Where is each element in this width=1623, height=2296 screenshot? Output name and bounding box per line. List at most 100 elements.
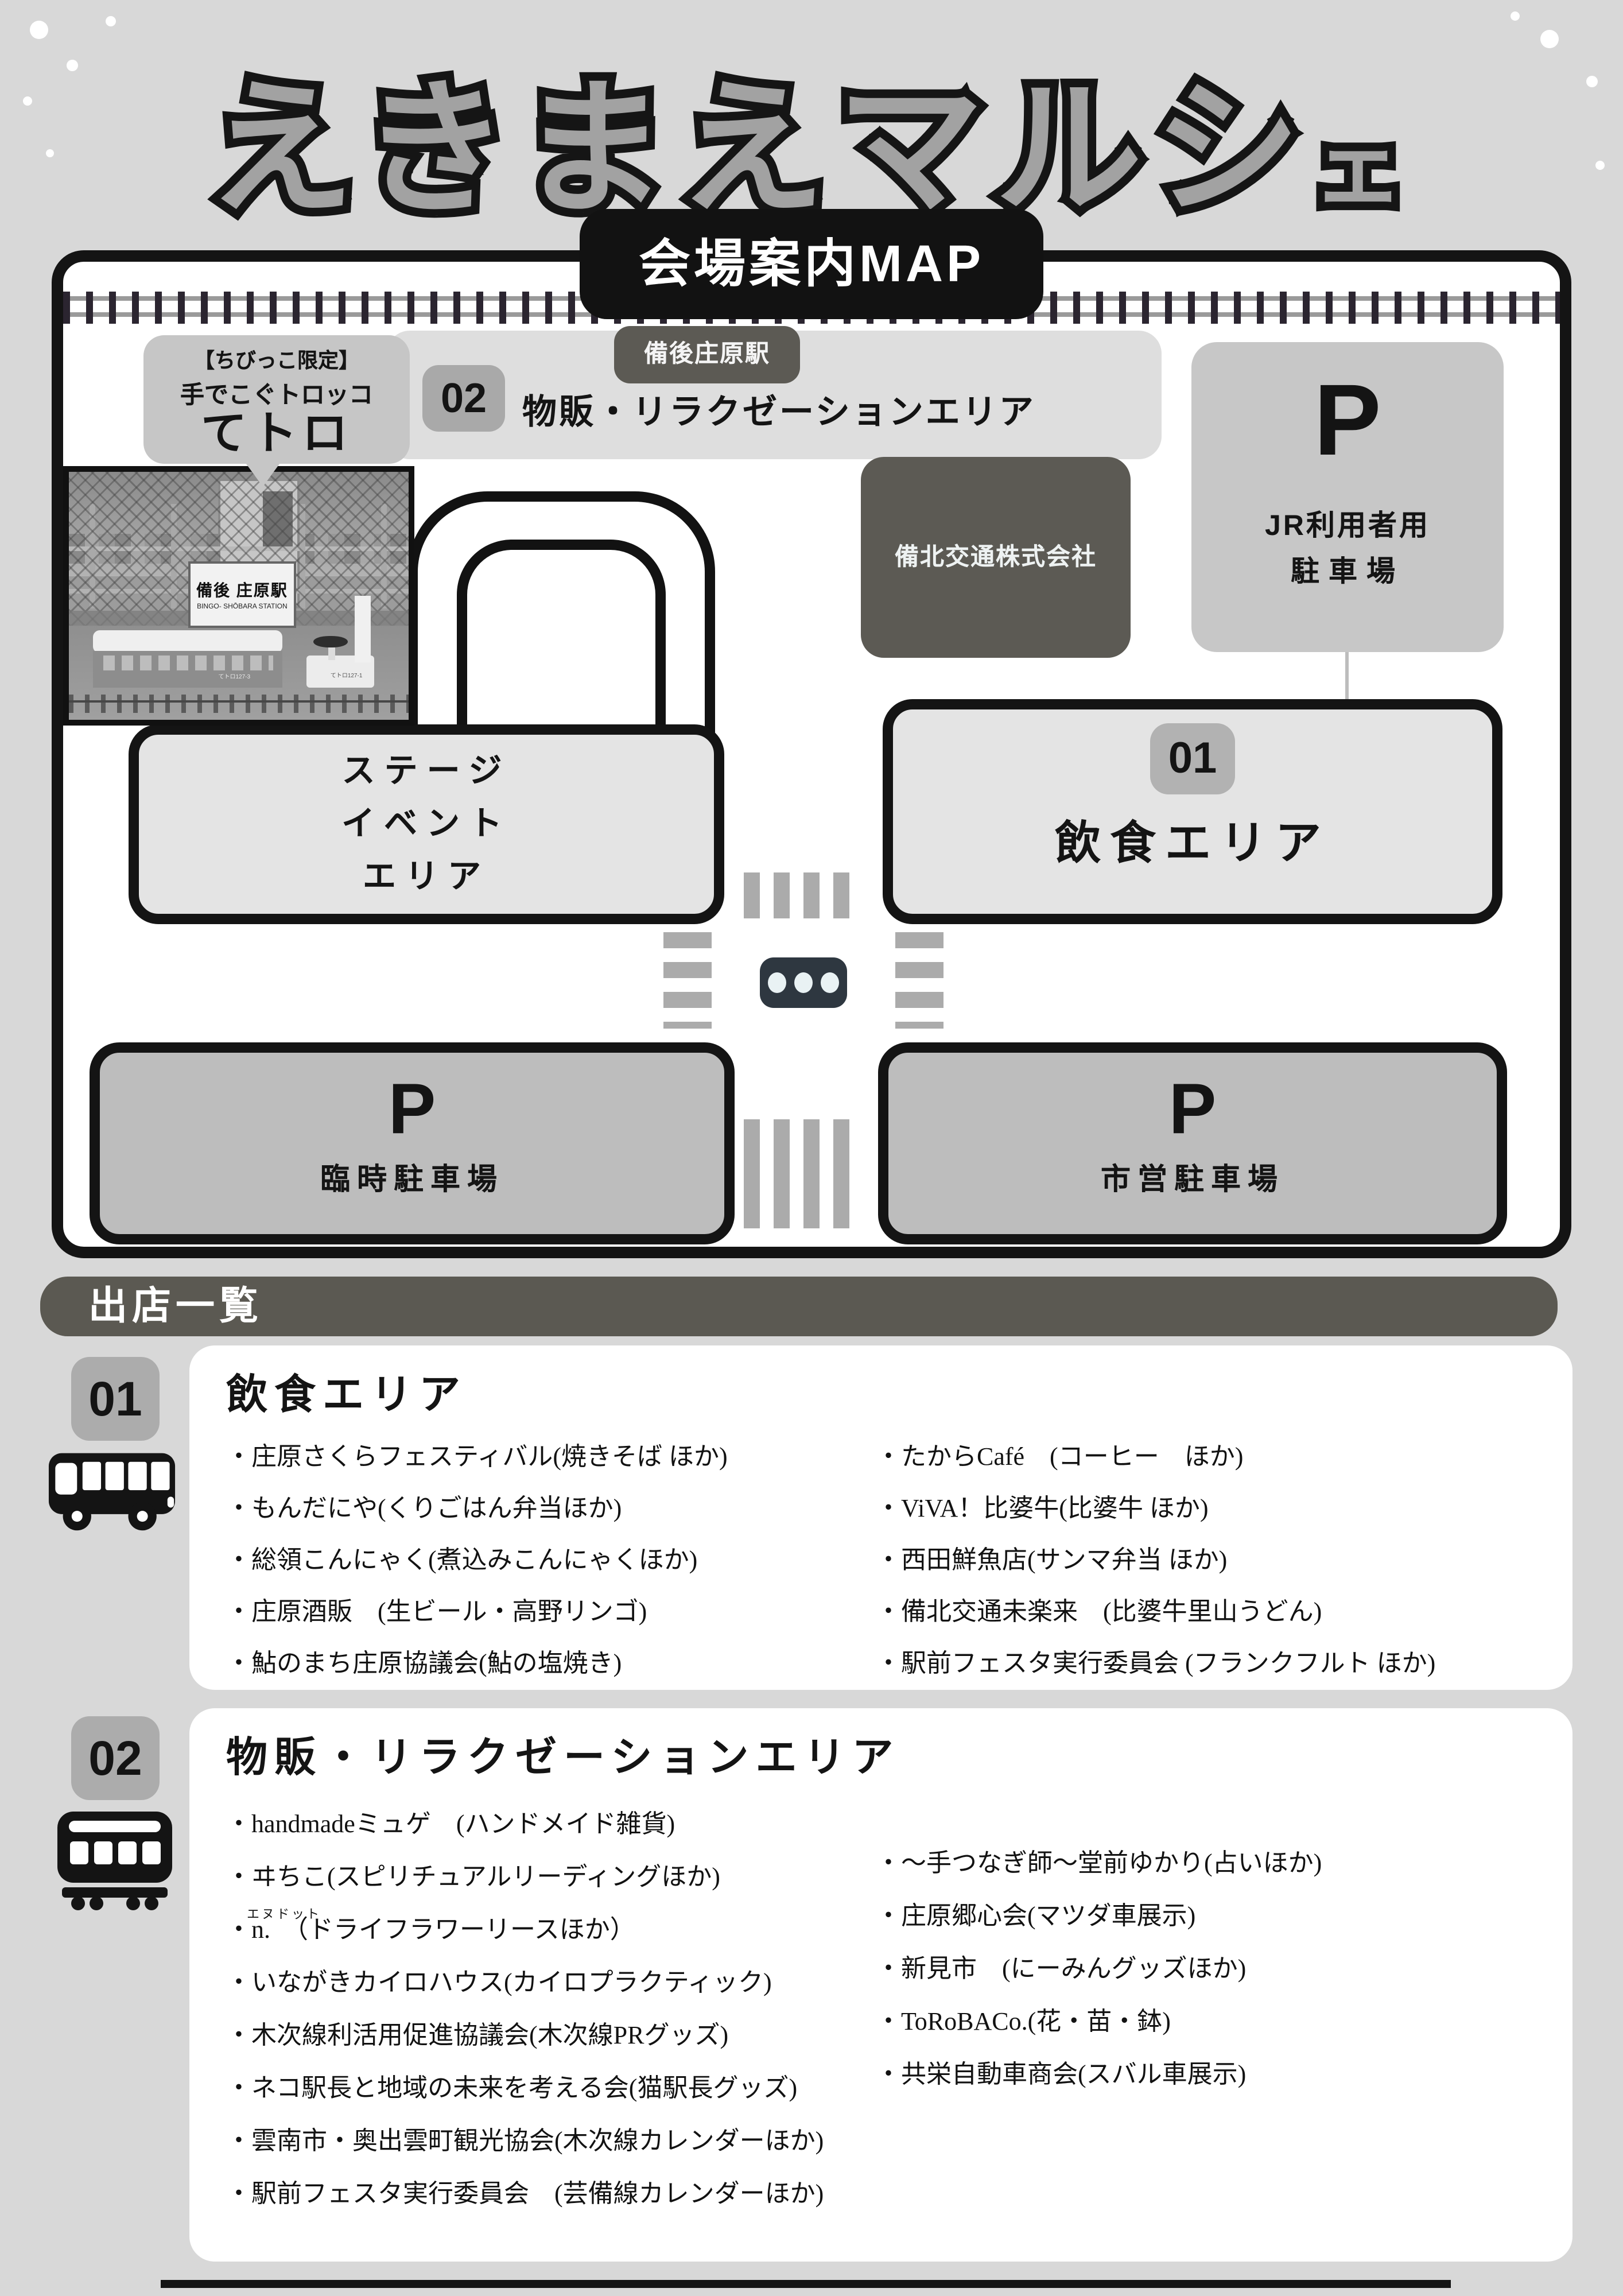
temp-parking-label: 臨時駐車場 xyxy=(320,1162,504,1196)
photo-fence-post xyxy=(300,504,306,608)
decor-dot xyxy=(1595,161,1605,170)
vendor-item: ・庄原郷心会(マツダ車展示) xyxy=(876,1901,1553,1931)
tetoro-line2: 手でこぐトロッコ xyxy=(180,382,373,409)
stage-line1: ステージ xyxy=(341,753,511,790)
map-area01-label: 飲食エリア xyxy=(1055,819,1330,869)
map-area02-label: 物販・リラクゼーションエリア xyxy=(522,394,1036,432)
vendor-list-header: 出店一覧 xyxy=(40,1277,1558,1336)
vendor-text: ・たからCafé (コーヒー ほか) xyxy=(876,1442,1244,1471)
crosswalk-north xyxy=(744,872,863,918)
vendor-text: ・駅前フェスタ実行委員会 (芸備線カレンダーほか) xyxy=(226,2179,824,2208)
vendor-item: ・総領こんにゃく(煮込みこんにゃくほか) xyxy=(226,1545,869,1575)
decor-dot xyxy=(67,60,78,71)
map-area01-number-badge: 01 xyxy=(1150,723,1235,794)
vendor-text: ・もんだにや(くりごはん弁当ほか) xyxy=(226,1494,622,1522)
vendor-text: ・西田鮮魚店(サンマ弁当 ほか) xyxy=(876,1545,1228,1574)
decor-dot xyxy=(23,96,32,106)
decor-dot xyxy=(1586,76,1598,87)
photo-trolley-windows xyxy=(103,655,273,670)
food-vendor-list-left: ・庄原さくらフェスティバル(焼きそば ほか) ・もんだにや(くりごはん弁当ほか)… xyxy=(226,1442,869,1700)
parking-p-icon: P xyxy=(388,1070,436,1149)
tetoro-line3: てトロ xyxy=(201,409,352,459)
vendor-item: ・いながきカイロハウス(カイロプラクティック) xyxy=(226,1968,869,1998)
decor-dot xyxy=(106,16,116,26)
vendor-item: ・～手つなぎ師～堂前ゆかり(占いほか) xyxy=(876,1848,1553,1878)
vendor-text: ・ネコ駅長と地域の未来を考える会(猫駅長グッズ) xyxy=(226,2073,798,2102)
traffic-light-lamp xyxy=(821,972,839,993)
venue-map: 02 物販・リラクゼーションエリア 備後庄原駅 【ちびっこ限定】 手でこぐトロッ… xyxy=(52,250,1571,1258)
vendor-item: ・ネコ駅長と地域の未来を考える会(猫駅長グッズ) xyxy=(226,2073,869,2103)
vendor-text: ・いながきカイロハウス(カイロプラクティック) xyxy=(226,1968,772,1996)
decor-dot xyxy=(30,21,48,39)
crosswalk-south xyxy=(744,1119,863,1228)
vendor-item: ・雲南市・奥出雲町観光協会(木次線カレンダーほか) xyxy=(226,2126,869,2156)
jr-parking-connector xyxy=(1345,652,1349,719)
traffic-light-lamp xyxy=(768,972,786,993)
vendor-text: ・庄原酒販 (生ビール・高野リンゴ) xyxy=(226,1597,647,1626)
goods-area-card: 物販・リラクゼーションエリア ・handmadeミュゲ (ハンドメイド雑貨) ・… xyxy=(189,1708,1572,2262)
train-icon xyxy=(57,1812,172,1910)
vendor-text: ・庄原さくらフェスティバル(焼きそば ほか) xyxy=(226,1442,728,1471)
page-title-small: ェ xyxy=(1303,108,1416,228)
vendor-text: ・雲南市・奥出雲町観光協会(木次線カレンダーほか) xyxy=(226,2126,824,2155)
vendor-text: ・ViVA！比婆牛(比婆牛 ほか) xyxy=(876,1494,1209,1522)
photo-fence-post xyxy=(89,504,95,608)
photo-fence-post xyxy=(170,504,177,608)
map-area02-number-badge: 02 xyxy=(422,365,505,432)
photo-trolley-cushion xyxy=(92,630,283,653)
vendor-text: ・新見市 (にーみんグッズほか) xyxy=(876,1954,1247,1983)
jr-parking-block: P JR利用者用 駐車場 xyxy=(1191,342,1504,652)
jr-parking-label-1: JR利用者用 xyxy=(1265,510,1430,542)
food-area-card: 飲食エリア ・庄原さくらフェスティバル(焼きそば ほか) ・もんだにや(くりごは… xyxy=(189,1345,1572,1690)
stage-line2: イベント xyxy=(341,806,511,843)
vendor-item: ・handmadeミュゲ (ハンドメイド雑貨) xyxy=(226,1809,869,1839)
city-parking-block: P 市営駐車場 xyxy=(878,1042,1507,1244)
photo-seat-stem xyxy=(328,645,336,661)
vendor-item: ・木次線利活用促進協議会(木次線PRグッズ) xyxy=(226,2020,869,2050)
station-badge: 備後庄原駅 xyxy=(614,326,800,383)
goods-vendor-list-right: ・～手つなぎ師～堂前ゆかり(占いほか) ・庄原郷心会(マツダ車展示) ・新見市 … xyxy=(876,1848,1553,2112)
food-vendor-list-right: ・たからCafé (コーヒー ほか) ・ViVA！比婆牛(比婆牛 ほか) ・西田… xyxy=(876,1442,1553,1700)
tetoro-callout-tail xyxy=(244,461,281,487)
vendor-item: ・たからCafé (コーヒー ほか) xyxy=(876,1442,1553,1472)
vendor-item: ・共栄自動車商会(スバル車展示) xyxy=(876,2060,1553,2089)
tetoro-callout: 【ちびっこ限定】 手でこぐトロッコ てトロ xyxy=(143,335,410,464)
photo-mini-track-rail xyxy=(69,700,409,703)
vendor-item: ・駅前フェスタ実行委員会 (芸備線カレンダーほか) xyxy=(226,2179,869,2209)
vendor-text: ・handmadeミュゲ (ハンドメイド雑貨) xyxy=(226,1809,675,1838)
crosswalk-east xyxy=(895,932,943,1029)
vendor-item: ・ToRoBACo.(花・苗・鉢) xyxy=(876,2007,1553,2037)
decor-dot xyxy=(46,149,54,157)
decor-dot xyxy=(1511,11,1520,21)
station-sign-jp: 備後 庄原駅 xyxy=(196,580,288,599)
photo-seat xyxy=(313,635,348,648)
section-02-badge: 02 xyxy=(71,1716,160,1800)
parking-p-icon: P xyxy=(1168,1070,1217,1149)
photo-station-sign: 備後 庄原駅 BINGO- SHŌBARA STATION xyxy=(188,561,297,629)
photo-pedal-post xyxy=(354,596,371,663)
photo-hut-door xyxy=(262,491,293,546)
photo-trolley-car-label: てトロ127-3 xyxy=(218,673,251,681)
vendor-text: ・総領こんにゃく(煮込みこんにゃくほか) xyxy=(226,1545,698,1574)
vendor-item: ・ViVA！比婆牛(比婆牛 ほか) xyxy=(876,1494,1553,1523)
vendor-text: ・n. （ドライフラワーリースほか） xyxy=(226,1915,635,1944)
vendor-text: ・～手つなぎ師～堂前ゆかり(占いほか) xyxy=(876,1848,1322,1877)
city-parking-label: 市営駐車場 xyxy=(1100,1162,1284,1196)
vendor-item: ・駅前フェスタ実行委員会 (フランクフルト ほか) xyxy=(876,1649,1553,1678)
vendor-item: ・ヰちこ(スピリチュアルリーディングほか) xyxy=(226,1862,869,1892)
traffic-light-lamp xyxy=(794,972,813,993)
vendor-text: ・備北交通未楽来 (比婆牛里山うどん) xyxy=(876,1597,1322,1626)
temp-parking-block: P 臨時駐車場 xyxy=(90,1042,735,1244)
vendor-text: ・駅前フェスタ実行委員会 (フランクフルト ほか) xyxy=(876,1649,1436,1677)
crosswalk-west xyxy=(663,932,712,1029)
page-title-main: えきまえマルシ xyxy=(199,59,1313,241)
vendor-text: ・鮎のまち庄原協議会(鮎の塩焼き) xyxy=(226,1649,622,1677)
jr-parking-label-2: 駐車場 xyxy=(1290,556,1404,588)
vendor-item: ・庄原酒販 (生ビール・高野リンゴ) xyxy=(226,1597,869,1627)
traffic-light-icon xyxy=(760,957,847,1008)
stage-event-block: ステージ イベント エリア xyxy=(129,724,724,924)
food-area-block: 01 飲食エリア xyxy=(883,699,1502,924)
tetoro-photo: 備後 庄原駅 BINGO- SHŌBARA STATION てトロ127-3 て… xyxy=(63,466,414,726)
vendor-item: ・もんだにや(くりごはん弁当ほか) xyxy=(226,1494,869,1523)
